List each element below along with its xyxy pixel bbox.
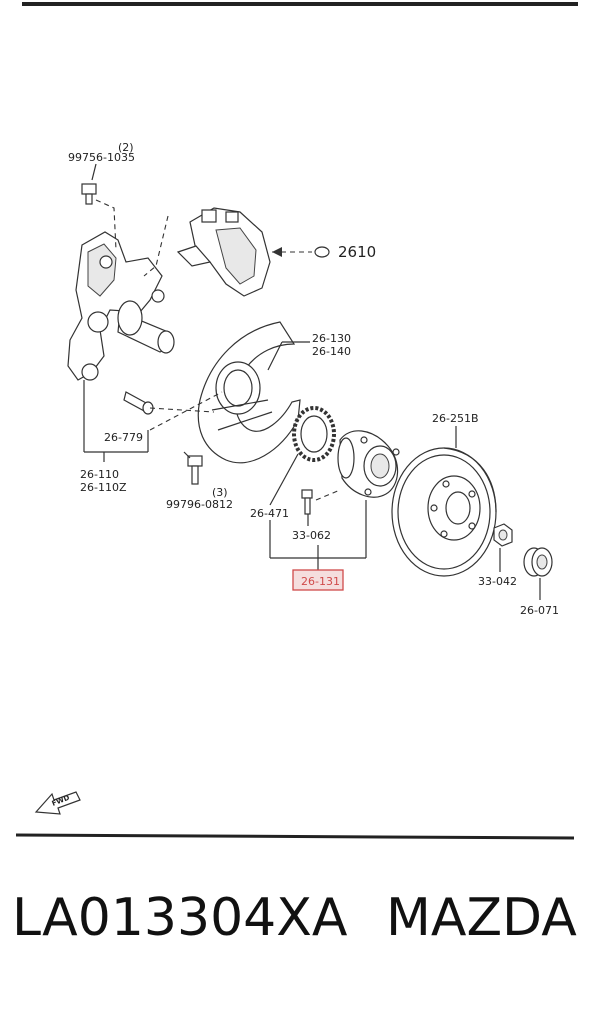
dust-shield [197, 321, 301, 464]
wheel-hub [337, 430, 400, 498]
fwd-arrow-icon: FWD [34, 791, 81, 815]
footer-part-number: LA013304XA [12, 888, 348, 948]
bolt-lower-qty: (3) [212, 486, 228, 499]
abs-ring-label: 26-471 [250, 507, 289, 520]
cap-icon [523, 547, 553, 577]
bolt-top-icon [81, 183, 97, 205]
bolt-lower-number: 99796-0812 [166, 498, 233, 511]
caliper-ref-icon [314, 246, 330, 258]
pin-label: 26-779 [104, 431, 143, 444]
disc-label: 26-251B [432, 412, 479, 425]
dust-shield-label-2: 26-140 [312, 345, 351, 358]
hub-assembly-label: 26-131 [301, 575, 340, 588]
bolt-top-number: 99756-1035 [68, 151, 135, 164]
hub-bolt-label: 33-062 [292, 529, 331, 542]
pin-icon [123, 391, 154, 415]
abs-tone-ring [292, 406, 336, 462]
bolt-top-qty: (2) [118, 141, 134, 154]
hub-bolt-icon [301, 489, 313, 515]
cap-label: 26-071 [520, 604, 559, 617]
brake-caliper [176, 207, 271, 297]
footer-brand: MAZDA [386, 888, 577, 948]
knuckle-label-2: 26-110Z [80, 481, 127, 494]
nut-icon [493, 523, 513, 547]
knuckle-label-1: 26-110 [80, 468, 119, 481]
bottom-rule [15, 833, 575, 840]
brake-disc [391, 447, 497, 577]
caliper-ref-number: 2610 [338, 243, 376, 261]
dust-shield-label-1: 26-130 [312, 332, 351, 345]
nut-label: 33-042 [478, 575, 517, 588]
steering-knuckle [67, 231, 175, 381]
hub-assembly-highlight [292, 569, 344, 591]
bolt-lower-icon [187, 455, 203, 485]
